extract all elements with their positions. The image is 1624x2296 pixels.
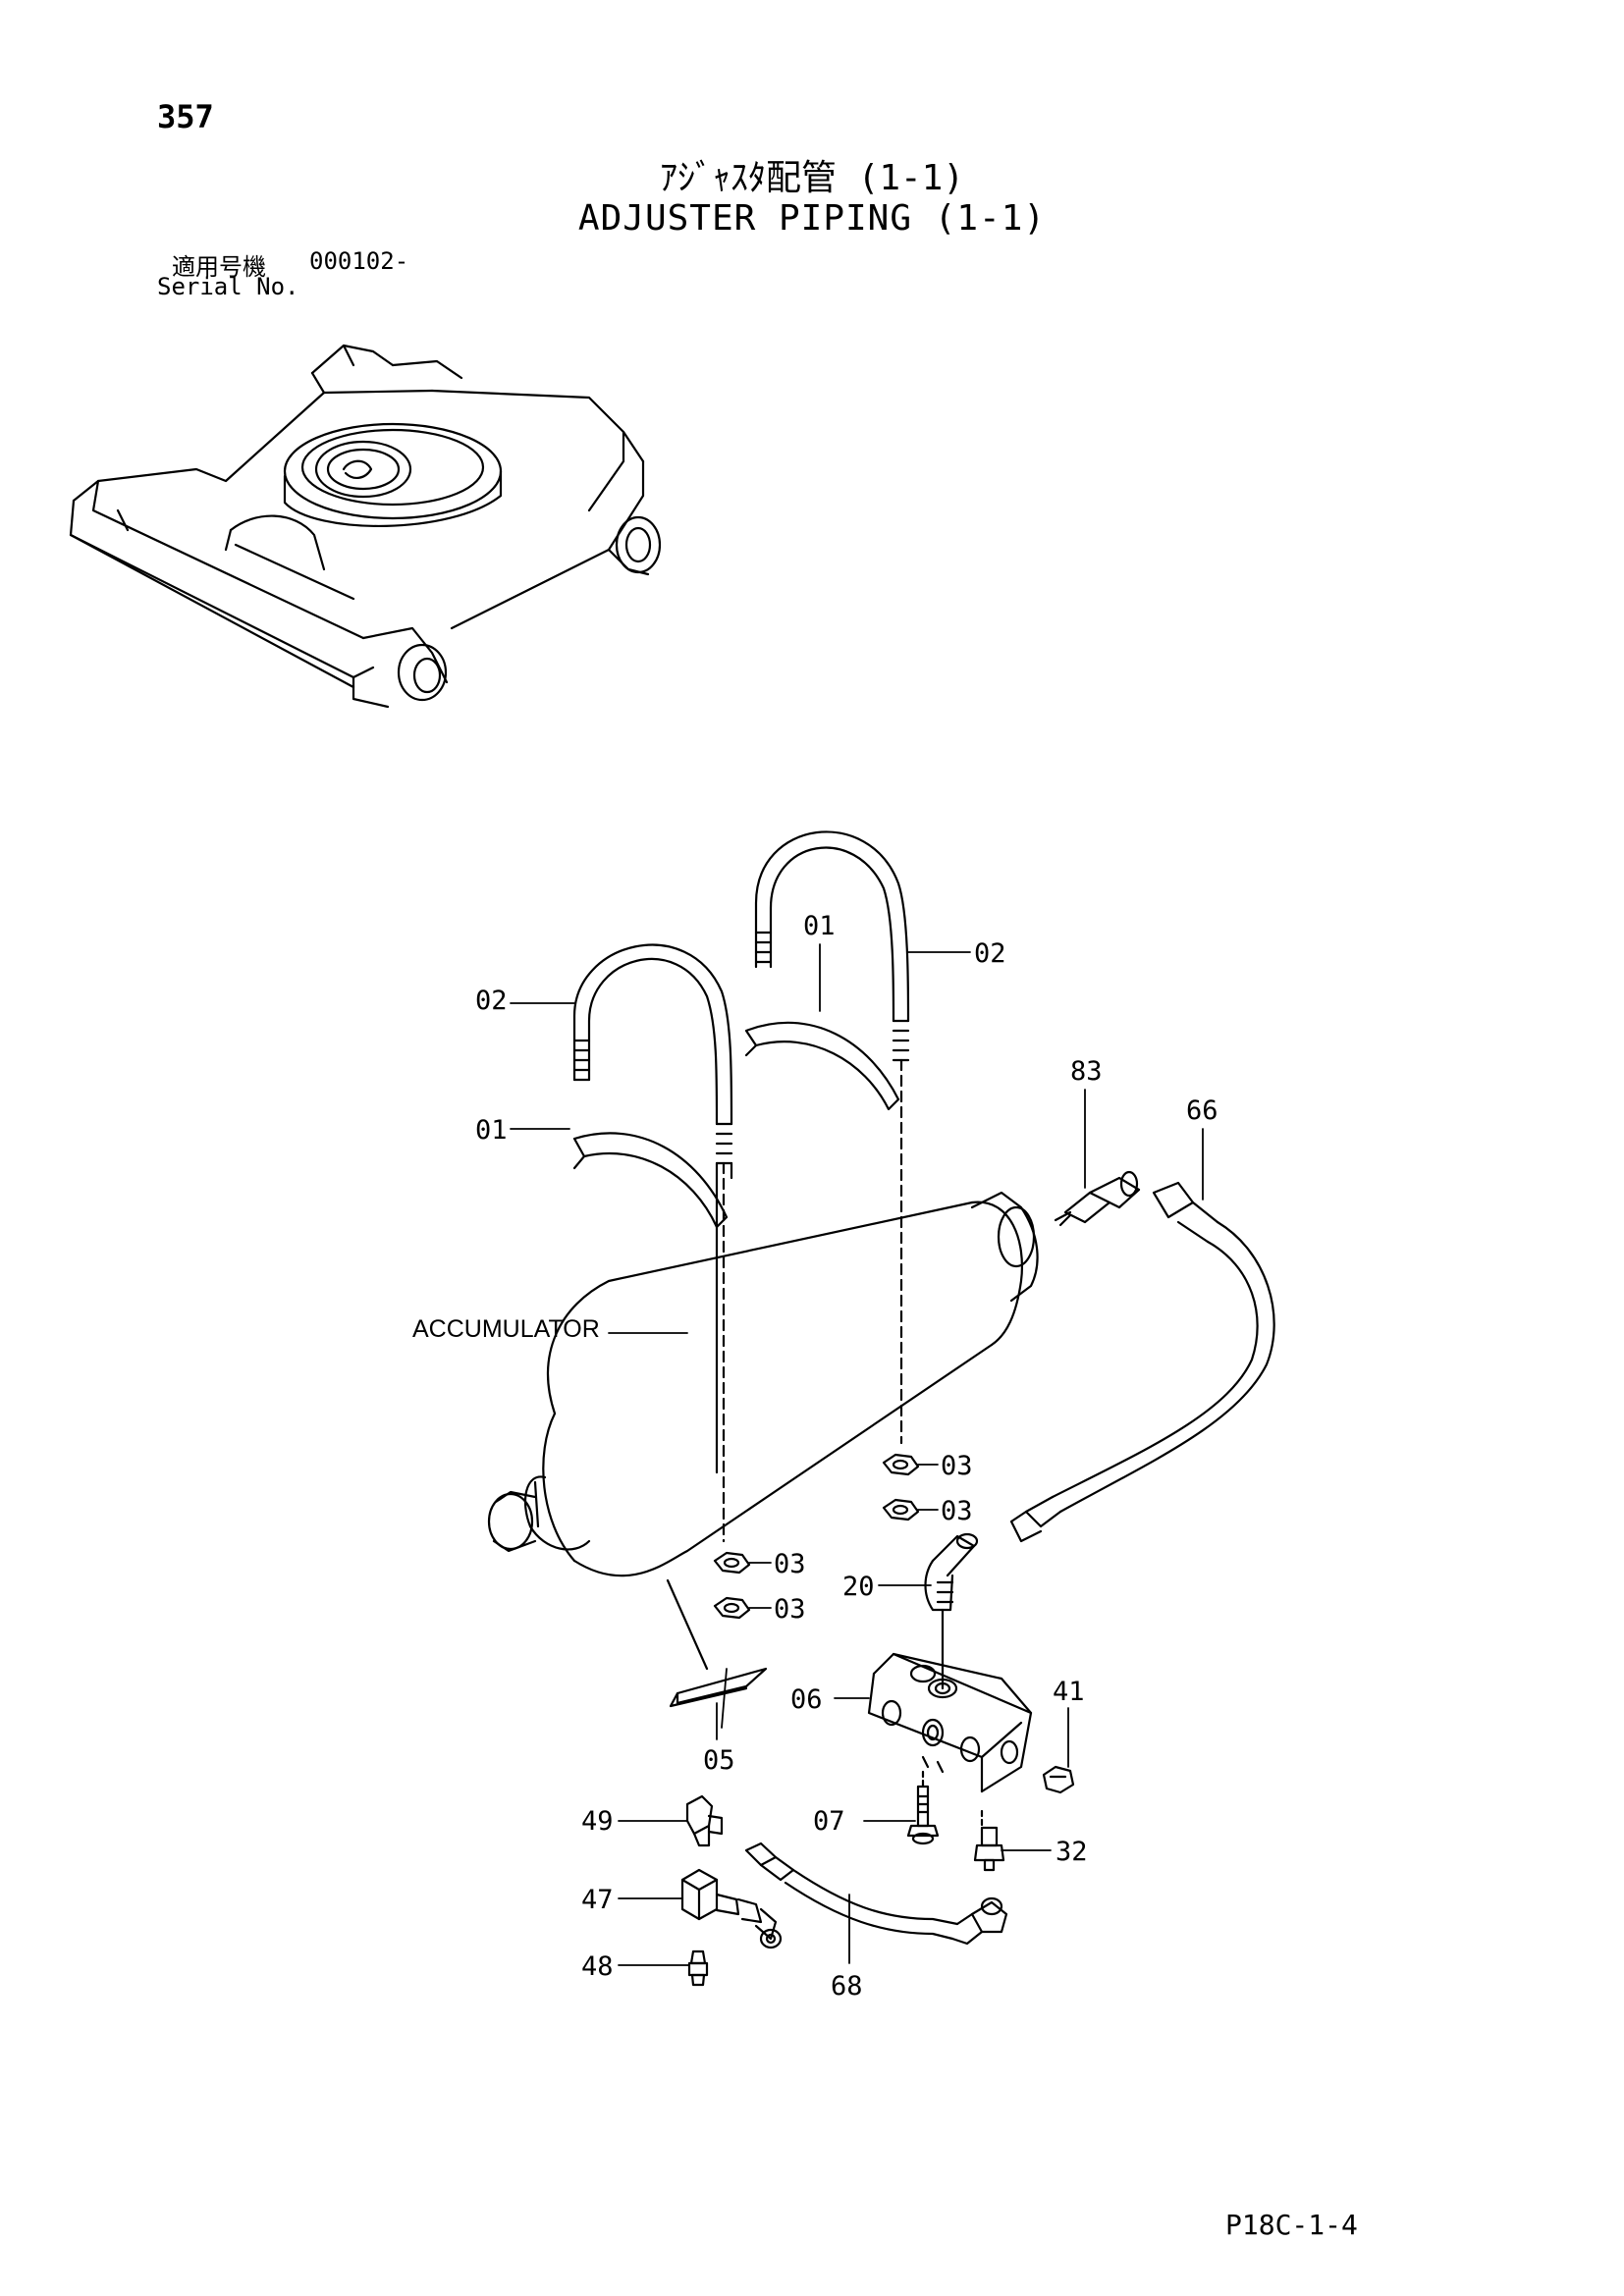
callout-47: 47 [581,1885,614,1915]
elbow-fitting-20 [924,1532,979,1690]
u-bolt-right [754,830,910,1445]
tee-block-47 [680,1868,783,1949]
title-japanese: ｱｼﾞｬｽﾀ配管 (1-1) [659,158,965,198]
page-number: 357 [157,98,214,135]
callout-68: 68 [831,1971,863,2002]
callout-83: 83 [1070,1056,1103,1087]
elbow-fitting-49 [685,1794,724,1847]
hose-68 [744,1842,1008,1946]
saddle-strap-right [744,1021,900,1111]
title-english: ADJUSTER PIPING (1-1) [577,198,1047,239]
saddle-strap-left [572,1132,729,1229]
callout-05: 05 [703,1745,735,1776]
serial-label-english: Serial No. [157,273,299,300]
callout-32: 32 [1056,1837,1088,1867]
callout-01-left: 01 [475,1115,508,1146]
hose-66 [1009,1181,1275,1543]
callout-03-upper-right: 03 [941,1451,973,1481]
bolt-41 [1042,1765,1075,1794]
callout-01-right: 01 [803,911,836,941]
fitting-32 [973,1809,1005,1872]
callout-03-lower-left: 03 [774,1594,806,1625]
callout-41: 41 [1053,1677,1085,1707]
nut-03-upper-left [713,1551,751,1575]
callout-02-left: 02 [475,986,508,1016]
callout-20: 20 [842,1572,875,1602]
label-plate-05 [666,1578,768,1708]
nut-03-lower-right [882,1498,920,1522]
callout-03-lower-right: 03 [941,1496,973,1526]
nut-03-lower-left [713,1596,751,1620]
track-frame-overview [69,344,662,709]
page-code: P18C-1-4 [1225,2209,1358,2241]
callout-02-right: 02 [974,938,1006,969]
u-bolt-left [572,943,733,1474]
elbow-fitting-83 [1058,1170,1141,1227]
callout-48: 48 [581,1951,614,1982]
accumulator [487,1191,1072,1577]
screw-07 [906,1770,940,1845]
callout-07: 07 [813,1806,845,1837]
grease-nipple-48 [687,1949,709,1987]
accumulator-label: ACCUMULATOR [412,1315,600,1343]
callout-49: 49 [581,1806,614,1837]
callout-66: 66 [1186,1095,1218,1126]
callout-03-upper-left: 03 [774,1549,806,1579]
manifold-block-06 [867,1652,1033,1793]
callout-06: 06 [790,1684,823,1715]
serial-value: 000102- [309,247,409,275]
serial-label-japanese: 適用号機 [172,253,266,281]
nut-03-upper-right [882,1453,920,1476]
leader-lines [510,943,1204,1966]
